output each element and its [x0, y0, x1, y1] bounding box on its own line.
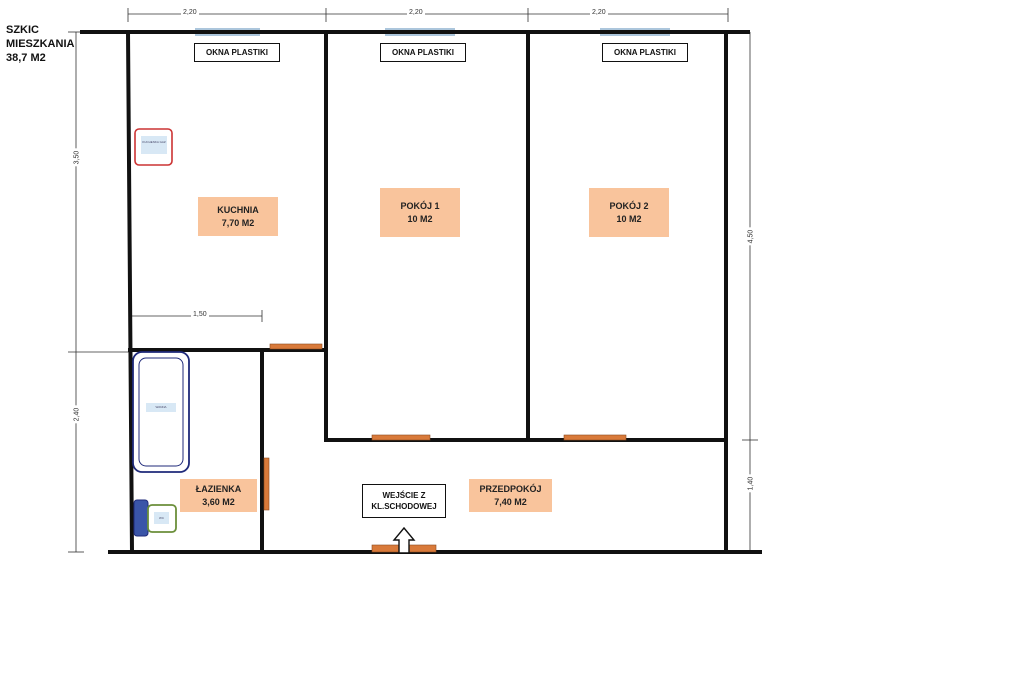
- dim-right-upper: 4,50: [747, 227, 755, 246]
- kitchen-door: [269, 343, 323, 350]
- title-line2: MIESZKANIA: [6, 38, 75, 50]
- room-area: 7,70 M2: [221, 217, 255, 228]
- dim-left-upper: 3,50: [73, 148, 81, 167]
- entrance-line2: KL.SCHODOWEJ: [371, 502, 437, 511]
- dim-kitchen-width: 1,50: [191, 311, 209, 318]
- dim-left-lower: 2,40: [73, 405, 81, 424]
- room-label-kitchen: KUCHNIA 7,70 M2: [198, 197, 278, 236]
- room-label-room1: POKÓJ 1 10 M2: [380, 188, 460, 237]
- dim-right-lower: 1,40: [747, 474, 755, 493]
- bathroom-door: [263, 457, 270, 511]
- wc-tank-icon: [133, 499, 149, 537]
- room-name: ŁAZIENKA: [195, 483, 242, 494]
- room1-door: [371, 434, 431, 441]
- window-label-room1: OKNA PLASTIKI: [380, 43, 466, 62]
- room-label-room2: POKÓJ 2 10 M2: [589, 188, 669, 237]
- stove-inner: [141, 136, 167, 154]
- room-name: KUCHNIA: [217, 204, 259, 215]
- room-area: 3,60 M2: [202, 496, 235, 507]
- room-name: POKÓJ 2: [609, 200, 649, 211]
- wc-label: WC: [159, 516, 164, 520]
- room-name: POKÓJ 1: [400, 200, 440, 211]
- entrance-label: WEJŚCIE Z KL.SCHODOWEJ: [362, 484, 446, 518]
- room2-door: [563, 434, 627, 441]
- bathtub-inner: [138, 357, 184, 467]
- walls: [80, 29, 762, 555]
- doors: [263, 343, 627, 553]
- room-area: 7,40 M2: [494, 496, 527, 507]
- window-label-room2: OKNA PLASTIKI: [602, 43, 688, 62]
- wc-inner: [154, 512, 169, 524]
- window-label-kitchen: OKNA PLASTIKI: [194, 43, 280, 62]
- dim-top-1: 2,20: [181, 9, 199, 16]
- stove-label: KUCHENKA GAZ: [142, 140, 166, 144]
- entrance-arrow-icon: [392, 526, 416, 554]
- room-area: 10 M2: [616, 213, 642, 224]
- room-label-bathroom: ŁAZIENKA 3,60 M2: [180, 479, 257, 512]
- dim-top-3: 2,20: [590, 9, 608, 16]
- bathtub-tag: [146, 403, 176, 412]
- room-area: 10 M2: [407, 213, 433, 224]
- entrance-line1: WEJŚCIE Z: [382, 491, 426, 500]
- room-label-hall: PRZEDPOKÓJ 7,40 M2: [469, 479, 552, 512]
- plan-title: SZKIC MIESZKANIA 38,7 M2: [6, 23, 74, 65]
- dim-top-2: 2,20: [407, 9, 425, 16]
- room-name: PRZEDPOKÓJ: [479, 483, 542, 494]
- title-area: 38,7 M2: [6, 52, 46, 64]
- window-marks: [195, 28, 670, 36]
- title-line1: SZKIC: [6, 24, 39, 36]
- bath-label: WANNA: [155, 405, 167, 409]
